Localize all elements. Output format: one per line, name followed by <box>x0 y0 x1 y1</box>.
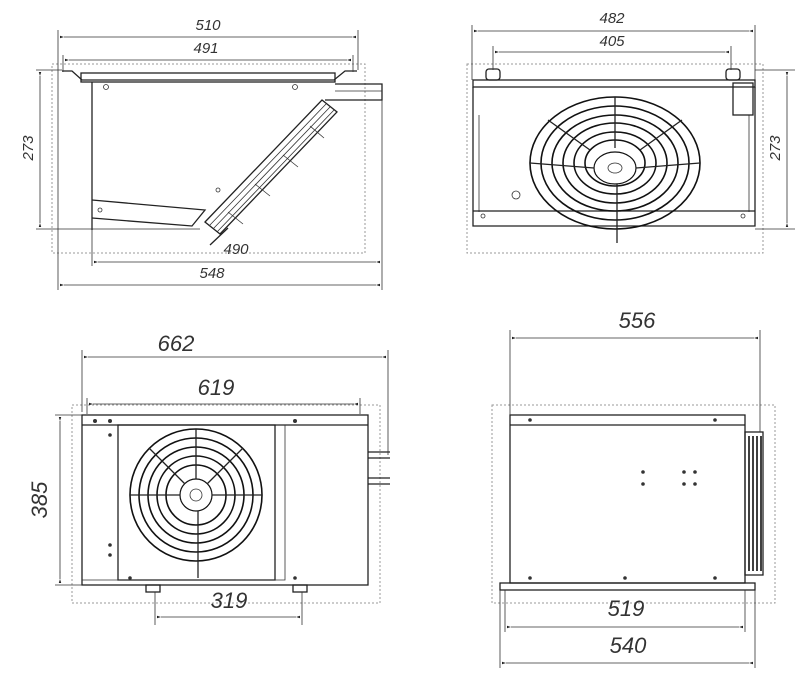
evaporator-side-view: 273 510 491 490 548 <box>20 17 383 290</box>
dim-unit-side-width: 556 <box>619 308 656 333</box>
dim-front-height: 273 <box>767 135 784 162</box>
dim-unit-base-outer: 540 <box>610 633 647 658</box>
fan-grill-icon <box>129 428 263 578</box>
dim-front-mount-spacing: 405 <box>599 33 625 50</box>
dim-unit-width-inner: 619 <box>198 375 235 400</box>
condenser-coil <box>744 431 764 576</box>
dim-unit-feet-spacing: 319 <box>211 588 248 613</box>
condensing-unit-side-view: 556 519 540 <box>491 308 776 668</box>
dim-unit-width-outer: 662 <box>158 331 195 356</box>
dim-side-depth-inner: 490 <box>223 241 249 258</box>
dim-side-width-inner: 491 <box>193 40 218 57</box>
dim-unit-base-inner: 519 <box>608 596 645 621</box>
dim-side-depth-outer: 548 <box>199 265 225 282</box>
evaporator-front-view: 482 405 273 <box>466 10 795 254</box>
fan-grill-icon <box>529 96 701 243</box>
dim-front-width: 482 <box>599 10 625 27</box>
condensing-unit-front-view: 662 619 385 319 <box>27 331 390 625</box>
dim-unit-height: 385 <box>27 481 52 518</box>
dim-side-height: 273 <box>20 135 37 162</box>
dim-side-width-outer: 510 <box>195 17 221 34</box>
evaporator-coil <box>204 99 338 246</box>
